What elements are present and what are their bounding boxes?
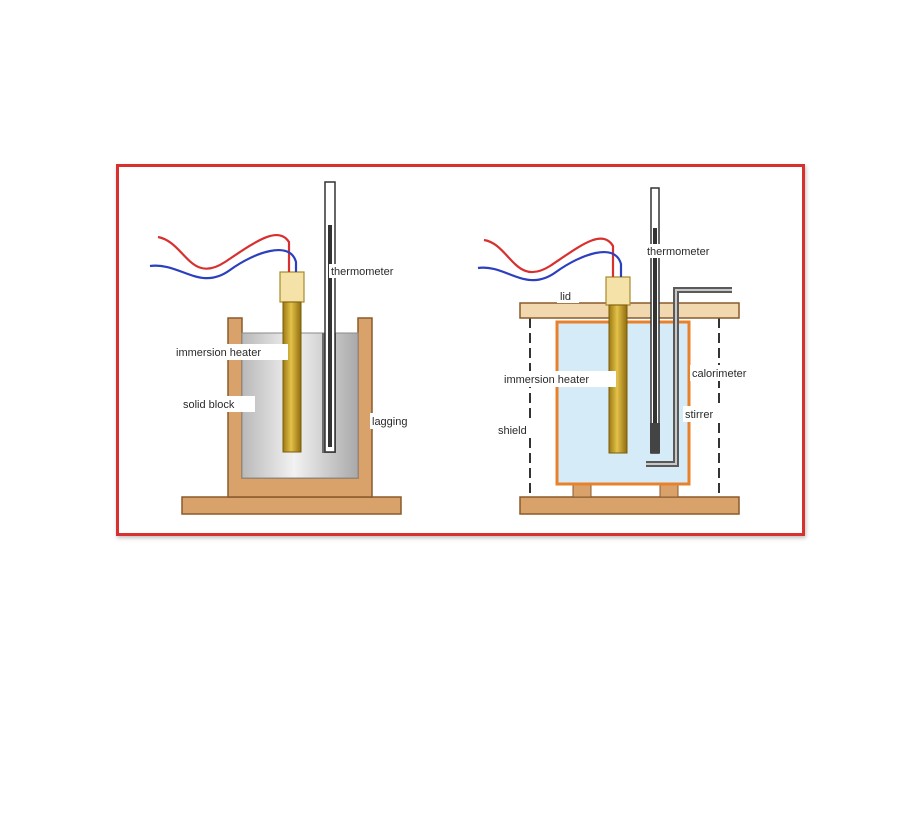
right-shield-label: shield	[498, 425, 527, 437]
left-wire-blue	[149, 249, 298, 280]
right-calorimeter-label: calorimeter	[692, 368, 747, 380]
right-thermometer-label-group: thermometer	[645, 244, 729, 258]
left-solid-block-label-group: solid block	[181, 396, 255, 412]
left-thermometer-column	[328, 225, 332, 447]
left-heater-body	[282, 301, 302, 453]
right-thermometer-bulb	[650, 423, 660, 453]
right-lid-label-group: lid	[557, 289, 579, 303]
right-apparatus: thermometer lid immersion heater calorim…	[477, 187, 766, 515]
left-thermometer-label-group: thermometer	[329, 264, 413, 278]
left-base-plank	[181, 496, 402, 515]
right-thermometer-column	[653, 228, 657, 423]
right-stirrer-label-group: stirrer	[683, 406, 727, 422]
right-lid-label: lid	[560, 291, 571, 303]
right-stirrer-label: stirrer	[685, 409, 713, 421]
right-shield-label-group: shield	[496, 422, 538, 438]
right-wire-blue	[477, 251, 623, 282]
right-thermometer-label: thermometer	[647, 246, 710, 258]
right-calorimeter-foot-left	[572, 483, 592, 498]
left-immersion-heater-label: immersion heater	[176, 347, 261, 359]
right-immersion-heater-label: immersion heater	[504, 374, 589, 386]
left-thermometer-label: thermometer	[331, 266, 394, 278]
right-heater-cap	[605, 276, 631, 306]
left-immersion-heater-label-group: immersion heater	[174, 344, 288, 360]
right-calorimeter-label-group: calorimeter	[690, 365, 766, 381]
right-base-plank	[519, 496, 740, 515]
right-calorimeter-foot-right	[659, 483, 679, 498]
left-heater-cap	[279, 271, 305, 303]
left-lagging-label: lagging	[372, 416, 407, 428]
left-wire-red	[157, 233, 291, 272]
right-immersion-heater-label-group: immersion heater	[502, 371, 616, 387]
left-solid-block-label: solid block	[183, 399, 235, 411]
left-apparatus: thermometer immersion heater solid block…	[149, 181, 420, 515]
right-wire-red	[483, 237, 615, 277]
left-lagging-label-group: lagging	[370, 413, 420, 429]
